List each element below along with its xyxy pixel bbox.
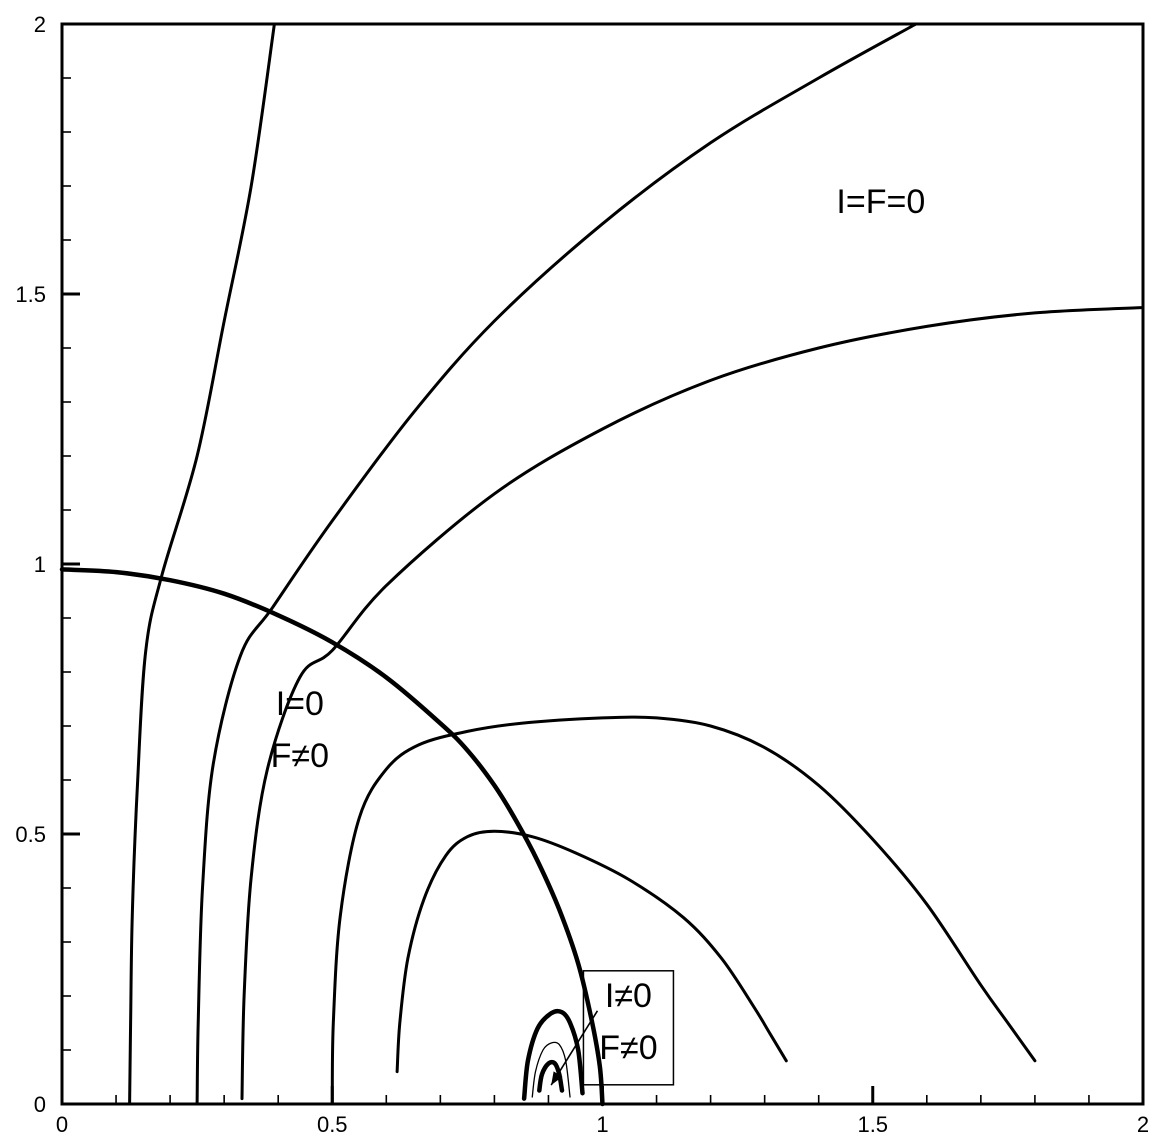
x-tick-label: 0.5 xyxy=(317,1112,348,1137)
x-tick-label: 0 xyxy=(56,1112,68,1137)
annotation-text: I=F=0 xyxy=(836,183,925,221)
contour-line-3 xyxy=(195,22,918,1106)
annotation-region-inner: I=0F≠0 xyxy=(271,685,329,775)
y-tick-label: 1.5 xyxy=(15,282,46,307)
x-tick-label: 2 xyxy=(1137,1112,1149,1137)
x-tick-label: 1.5 xyxy=(857,1112,888,1137)
x-tick-label: 1 xyxy=(596,1112,608,1137)
y-tick-label: 2 xyxy=(34,12,46,37)
contour-line-6 xyxy=(395,829,788,1074)
annotation-arrow xyxy=(550,1010,599,1086)
annotation-text: I≠0 xyxy=(605,977,652,1015)
contour-line-4 xyxy=(240,306,1145,1101)
contour-line-7 xyxy=(521,1008,585,1101)
contour-line-1 xyxy=(59,567,605,1107)
axis-ticks xyxy=(60,22,1145,1106)
annotation-text: F≠0 xyxy=(599,1029,657,1067)
annotation-box xyxy=(582,970,675,1086)
annotation-text: I=0 xyxy=(276,685,324,723)
annotation-region-core: I≠0F≠0 xyxy=(550,970,675,1086)
arrowhead-icon xyxy=(551,1071,563,1086)
contour-line-2 xyxy=(128,22,276,1106)
annotation-region-outer: I=F=0 xyxy=(836,183,925,221)
y-tick-label: 0.5 xyxy=(15,822,46,847)
annotations-group: I=F=0I=0F≠0I≠0F≠0 xyxy=(271,183,925,1086)
tick-labels: 0 0.5 1 1.5 2 0 0.5 1 1.5 2 xyxy=(15,12,1149,1137)
series-group xyxy=(59,22,1145,1107)
y-tick-label: 0 xyxy=(34,1092,46,1117)
y-tick-label: 1 xyxy=(34,552,46,577)
contour-line-5 xyxy=(330,715,1037,1106)
plot-frame xyxy=(60,22,1145,1106)
annotation-text: F≠0 xyxy=(271,737,329,775)
